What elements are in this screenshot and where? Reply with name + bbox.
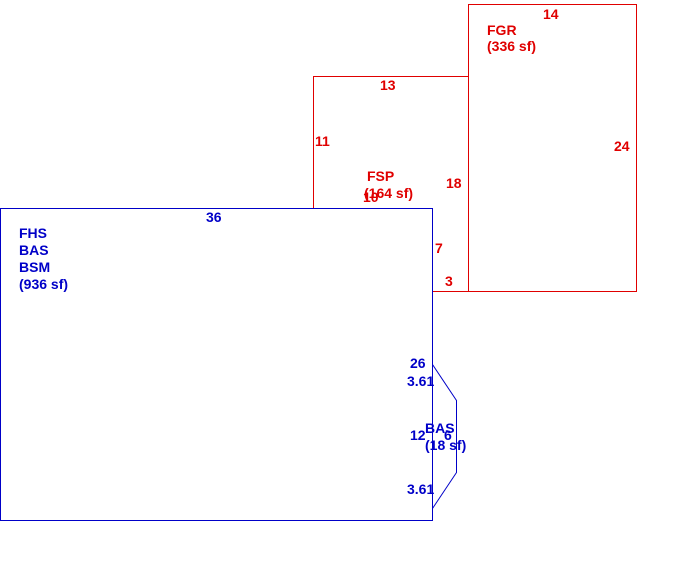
main-area-outline — [0, 208, 433, 521]
main-label-bas: BAS — [19, 242, 49, 258]
fgr-top-dimension: 14 — [543, 6, 559, 22]
fsp-top-dimension: 13 — [380, 77, 396, 93]
fsp-overlap-dimension: 10 — [363, 189, 379, 205]
main-label-bsm: BSM — [19, 259, 50, 275]
main-area: (936 sf) — [19, 276, 68, 292]
fsp-left-dimension: 11 — [315, 133, 330, 149]
bay-right-dimension: 6 — [444, 427, 452, 443]
fgr-right-dimension: 24 — [614, 138, 630, 154]
fsp-label: FSP — [367, 168, 394, 184]
bay-label: BAS — [425, 420, 455, 436]
fsp-outline — [313, 76, 469, 292]
fsp-area: (164 sf) — [364, 185, 413, 201]
bay-left-dimension: 12 — [410, 427, 426, 443]
bay-area: (18 sf) — [425, 437, 466, 453]
fsp-lower-right-dimension: 7 — [435, 240, 443, 256]
fsp-right-dimension: 18 — [446, 175, 462, 191]
main-right-dimension: 26 — [410, 355, 426, 371]
fgr-area: (336 sf) — [487, 38, 536, 54]
fsp-bottom-right-dimension: 3 — [445, 273, 453, 289]
fgr-label: FGR — [487, 22, 517, 38]
bay-upper-diagonal-dimension: 3.61 — [407, 373, 434, 389]
main-label-fhs: FHS — [19, 225, 47, 241]
bay-lower-diagonal-dimension: 3.61 — [407, 481, 434, 497]
main-top-dimension: 36 — [206, 209, 222, 225]
bay-outline — [432, 364, 457, 509]
